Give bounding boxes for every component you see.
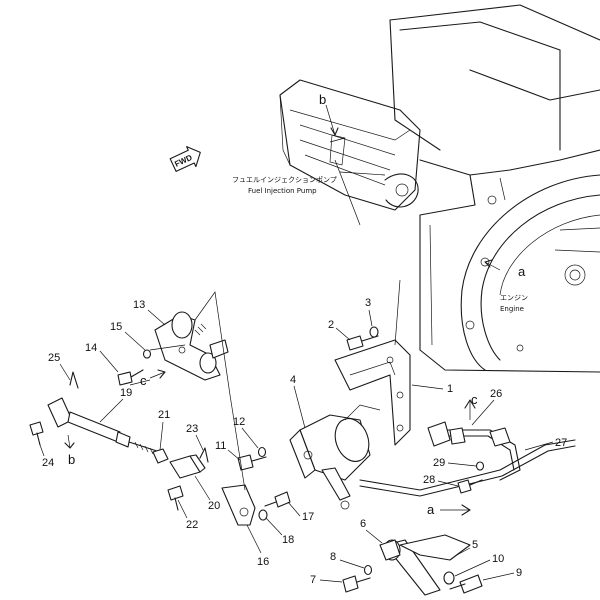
callout-5: 5	[472, 539, 478, 551]
clevis-plate	[221, 484, 256, 526]
callout-20: 20	[208, 500, 220, 512]
callout-15: 15	[110, 321, 122, 333]
connector	[427, 421, 511, 447]
ref-arrows	[64, 104, 501, 516]
actuator-motor	[289, 404, 381, 510]
callout-28: 28	[423, 474, 435, 486]
ref-b-rod: b	[68, 452, 75, 467]
callout-11: 11	[215, 440, 226, 452]
ref-a-cable: a	[427, 502, 435, 517]
engine-block	[279, 4, 600, 373]
callout-26: 26	[490, 388, 502, 400]
pump-caption-en: Fuel Injection Pump	[248, 187, 317, 195]
callout-2: 2	[328, 319, 334, 331]
callout-17: 17	[302, 511, 314, 523]
ref-letters: a a b b c c	[68, 92, 526, 517]
callout-27: 27	[555, 437, 567, 449]
nut	[152, 448, 169, 464]
lever-arm	[154, 311, 229, 381]
ref-b-pump: b	[319, 92, 326, 107]
bolts	[29, 326, 485, 594]
callout-8: 8	[330, 551, 336, 563]
callout-14: 14	[85, 342, 97, 354]
callout-3: 3	[365, 297, 371, 309]
callout-21: 21	[158, 409, 170, 421]
callout-9: 9	[516, 567, 522, 579]
link-block	[169, 454, 206, 479]
bushing	[379, 539, 401, 561]
callout-22: 22	[186, 519, 198, 531]
fwd-arrow: FWD	[169, 146, 201, 172]
callout-6: 6	[360, 518, 366, 530]
pump-caption: フュエルインジェクションポンプ Fuel Injection Pump	[232, 171, 386, 195]
callout-16: 16	[257, 556, 269, 568]
spring-pins	[69, 371, 209, 463]
engine-caption-jp: エンジン	[500, 294, 528, 302]
callout-4: 4	[290, 374, 296, 386]
part-callouts: 1 2 3 4 5 6 7 8 9 10 11 12 13 14 15 16 1…	[39, 297, 567, 586]
callout-18: 18	[282, 534, 294, 546]
leader-lines	[129, 137, 401, 491]
engine-caption-en: Engine	[500, 305, 524, 313]
ref-a-engine: a	[518, 264, 526, 279]
engine-caption: エンジン Engine	[500, 294, 528, 313]
callout-13: 13	[133, 299, 145, 311]
rod-assembly	[47, 397, 161, 455]
callout-23: 23	[186, 423, 198, 435]
callout-12: 12	[233, 416, 245, 428]
callout-25: 25	[48, 352, 60, 364]
callout-29: 29	[433, 457, 445, 469]
callout-10: 10	[492, 553, 504, 565]
ref-c-cable: c	[471, 392, 478, 407]
callout-7: 7	[310, 574, 316, 586]
bracket-assembly	[334, 339, 411, 446]
callout-19: 19	[120, 387, 132, 399]
callout-24: 24	[42, 457, 54, 469]
callout-1: 1	[447, 383, 453, 395]
pump-caption-jp: フュエルインジェクションポンプ	[232, 176, 337, 184]
ref-c-arm: c	[140, 373, 147, 388]
